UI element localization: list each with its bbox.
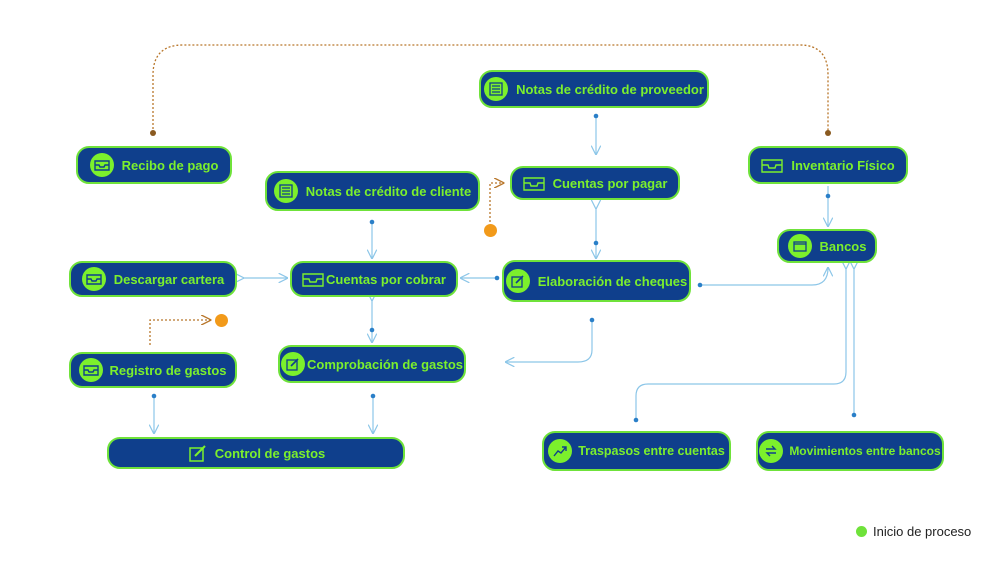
node-notas-credito-cliente[interactable]: Notas de crédito de cliente bbox=[265, 171, 480, 211]
node-registro-de-gastos[interactable]: Registro de gastos bbox=[69, 352, 237, 388]
node-label: Cuentas por pagar bbox=[552, 175, 668, 191]
node-notas-credito-proveedor[interactable]: Notas de crédito de proveedor bbox=[479, 70, 709, 108]
node-label: Inventario Físico bbox=[791, 157, 895, 173]
list-icon bbox=[273, 179, 298, 203]
node-recibo-de-pago[interactable]: Recibo de pago bbox=[76, 146, 232, 184]
node-label: Control de gastos bbox=[214, 445, 326, 461]
start-marker bbox=[215, 314, 228, 327]
node-label: Notas de crédito de proveedor bbox=[516, 81, 704, 97]
inbox-icon bbox=[79, 358, 104, 382]
node-label: Notas de crédito de cliente bbox=[305, 183, 472, 199]
node-label: Cuentas por cobrar bbox=[326, 271, 446, 287]
node-descargar-cartera[interactable]: Descargar cartera bbox=[69, 261, 237, 297]
node-label: Traspasos entre cuentas bbox=[578, 444, 725, 458]
node-inventario-fisico[interactable]: Inventario Físico bbox=[748, 146, 908, 184]
node-cuentas-por-cobrar[interactable]: Cuentas por cobrar bbox=[290, 261, 458, 297]
legend-marker bbox=[856, 526, 867, 537]
node-label: Elaboración de cheques bbox=[537, 273, 688, 289]
inbox-icon bbox=[302, 268, 324, 290]
inbox-icon bbox=[89, 153, 114, 177]
inbox-icon bbox=[81, 267, 106, 291]
node-label: Descargar cartera bbox=[113, 271, 225, 287]
node-label: Comprobación de gastos bbox=[306, 356, 464, 372]
legend-label: Inicio de proceso bbox=[873, 524, 972, 539]
node-movimientos-entre-bancos[interactable]: Movimientos entre bancos bbox=[756, 431, 944, 471]
node-label: Bancos bbox=[819, 238, 867, 254]
edit-icon bbox=[187, 442, 209, 464]
node-elaboracion-cheques[interactable]: Elaboración de cheques bbox=[502, 260, 691, 302]
list-icon bbox=[484, 77, 509, 101]
start-marker bbox=[484, 224, 497, 237]
node-traspasos-entre-cuentas[interactable]: Traspasos entre cuentas bbox=[542, 431, 731, 471]
node-bancos[interactable]: Bancos bbox=[777, 229, 877, 263]
folder-icon bbox=[787, 234, 812, 258]
node-label: Registro de gastos bbox=[109, 362, 227, 378]
exchange-icon bbox=[759, 439, 784, 463]
transfer-icon bbox=[548, 439, 573, 463]
legend: Inicio de proceso bbox=[856, 524, 971, 539]
edit-icon bbox=[280, 352, 305, 376]
inbox-icon bbox=[522, 172, 545, 194]
node-label: Movimientos entre bancos bbox=[789, 444, 941, 458]
node-control-de-gastos[interactable]: Control de gastos bbox=[107, 437, 405, 469]
inbox-icon bbox=[761, 154, 784, 176]
edit-icon bbox=[505, 269, 530, 293]
node-cuentas-por-pagar[interactable]: Cuentas por pagar bbox=[510, 166, 680, 200]
node-label: Recibo de pago bbox=[121, 157, 219, 173]
node-comprobacion-gastos[interactable]: Comprobación de gastos bbox=[278, 345, 466, 383]
